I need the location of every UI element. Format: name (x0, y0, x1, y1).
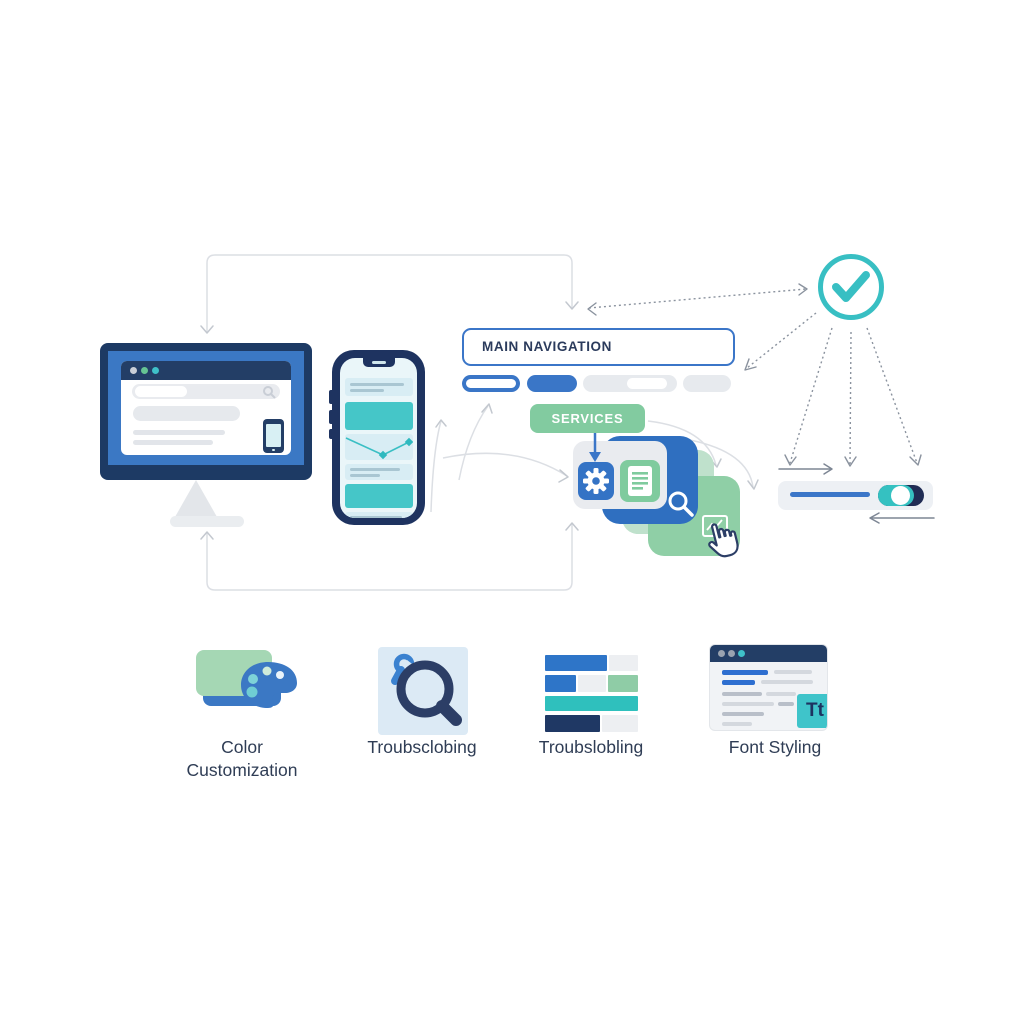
content-block (345, 464, 413, 480)
text-line (133, 430, 225, 435)
wrench-magnifier-icon (391, 653, 462, 726)
monitor-stand-base (170, 516, 244, 527)
window-dot (141, 367, 148, 374)
toggle-switch[interactable] (878, 485, 924, 506)
nav-pill-active-outline[interactable] (462, 375, 520, 392)
phone-screen (340, 358, 417, 518)
window-dot (130, 367, 137, 374)
phone-side-button (329, 410, 332, 424)
chart-block (345, 434, 413, 460)
phone-icon-button (272, 449, 275, 451)
feature-font-styling[interactable]: Tt Font Styling (700, 644, 850, 769)
phone-notch (363, 358, 395, 367)
feature-label: Troubsclobing (367, 737, 477, 757)
content-placeholder (133, 406, 240, 421)
settings-tile[interactable] (578, 462, 614, 500)
services-button[interactable]: SERVICES (530, 404, 645, 433)
browser-titlebar (710, 645, 827, 662)
content-block (345, 512, 413, 518)
feature-layout-blocks[interactable]: Troubslobling (516, 644, 666, 769)
feature-label: Font Styling (728, 737, 822, 757)
toggle-knob[interactable] (891, 486, 910, 505)
feature-label: Troubslobling (538, 737, 644, 757)
font-sample-badge: Tt (797, 694, 827, 728)
content-block (345, 378, 413, 396)
phone-side-button (329, 429, 332, 439)
text-line (133, 440, 213, 445)
phone-icon (263, 419, 284, 453)
browser-titlebar (121, 361, 291, 380)
phone-speaker (372, 361, 386, 364)
search-icon (263, 386, 276, 399)
nav-pill-inactive[interactable] (583, 375, 677, 392)
content-blocks-icon (545, 655, 638, 732)
cursor-hand-icon (708, 523, 739, 558)
checkmark-icon (832, 271, 870, 302)
document-tile[interactable] (620, 460, 660, 502)
nav-pill-selected[interactable] (527, 375, 577, 392)
search-bar[interactable] (132, 384, 280, 399)
slider[interactable] (790, 492, 870, 497)
hero-block (345, 484, 413, 508)
search-icon (668, 491, 694, 517)
success-badge (818, 254, 884, 320)
monitor-screen (121, 361, 291, 455)
font-styling-browser-icon: Tt (710, 645, 827, 730)
document-icon (628, 466, 652, 496)
feature-troubleshooting[interactable]: Troubsclobing (347, 644, 497, 769)
line-chart-icon (345, 437, 413, 460)
smartphone (329, 350, 425, 525)
nav-pill-inner (627, 378, 667, 389)
desktop-monitor (100, 343, 312, 480)
card-gray (573, 441, 667, 509)
feature-color-customization[interactable]: Color Customization (167, 644, 317, 780)
feature-label: Color Customization (186, 737, 298, 780)
phone-side-button (329, 390, 332, 404)
monitor-stand-neck (175, 480, 217, 517)
settings-panel (778, 481, 933, 510)
main-navigation-bar[interactable]: MAIN NAVIGATION (462, 328, 735, 366)
color-palette-icon (241, 662, 297, 708)
hero-block (345, 402, 413, 430)
gear-icon (583, 468, 609, 494)
main-navigation-label: MAIN NAVIGATION (482, 339, 612, 354)
nav-pill-inactive[interactable] (683, 375, 731, 392)
phone-icon-screen (266, 424, 281, 447)
search-input[interactable] (135, 386, 187, 397)
window-dot (152, 367, 159, 374)
